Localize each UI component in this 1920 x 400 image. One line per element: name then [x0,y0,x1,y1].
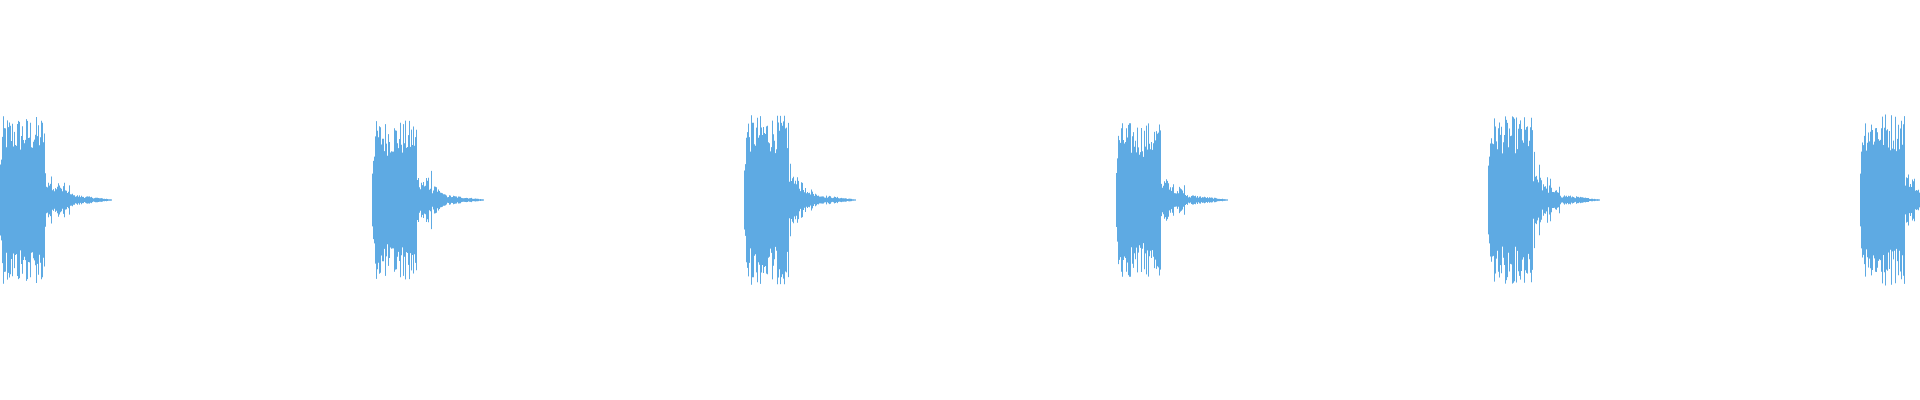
waveform-burst [1860,114,1920,286]
waveform-burst [0,116,112,284]
waveform-burst [1488,116,1600,284]
waveform-bursts [0,114,1920,286]
waveform-burst [372,120,484,280]
waveform-burst [1116,123,1228,277]
waveform-burst [744,115,856,285]
